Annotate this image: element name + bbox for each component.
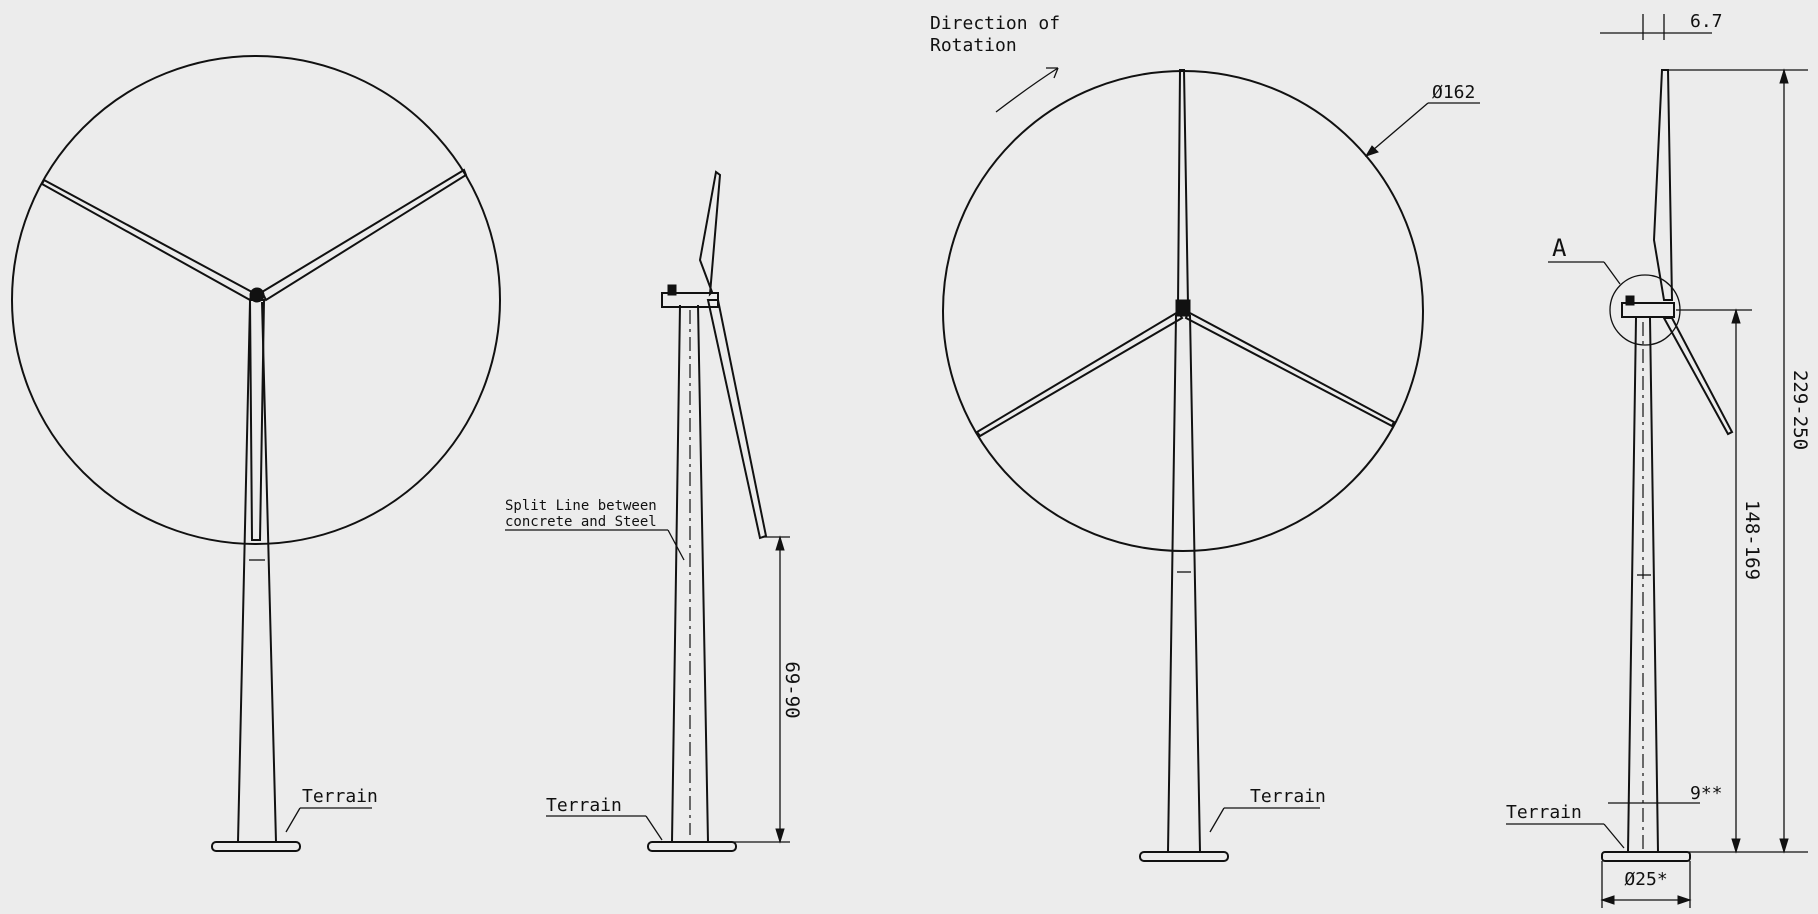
detail-a-circle <box>1609 274 1681 346</box>
terrain-leader <box>1209 807 1225 833</box>
split-line-leader <box>667 529 685 561</box>
foundation-dim-arrows <box>1600 895 1692 905</box>
blade-clearance-dimension: 69-90 <box>781 661 803 718</box>
terrain-label: Terrain <box>546 795 622 816</box>
foundation-base <box>647 841 737 852</box>
side-view-left: Split Line between concrete and Steel 69… <box>505 170 803 852</box>
foundation-base <box>1139 851 1229 862</box>
direction-label-1: Direction of <box>930 13 1060 34</box>
split-line-label-2: concrete and Steel <box>505 514 657 530</box>
blade-down <box>1662 317 1734 436</box>
foundation-diameter-label: Ø25* <box>1624 869 1667 890</box>
tower-outline <box>1627 317 1659 853</box>
rotor-diameter-label: Ø162 <box>1432 82 1475 103</box>
total-height-dimension: 229-250 <box>1789 370 1811 450</box>
hub-height-dimension: 148-169 <box>1741 500 1763 580</box>
hub-dim-arrows <box>1731 308 1741 854</box>
blade-right <box>260 168 468 302</box>
diameter-arrow <box>1364 145 1379 157</box>
blade-right <box>1184 310 1396 428</box>
total-dim-arrows <box>1779 68 1789 854</box>
foundation-base <box>211 841 301 852</box>
blade-down <box>706 299 768 540</box>
tower-outline <box>1167 314 1201 853</box>
nacelle-cooler <box>667 284 677 296</box>
blade-left <box>975 310 1184 438</box>
direction-label-2: Rotation <box>930 35 1017 56</box>
hub-icon <box>1175 299 1191 317</box>
blade-up <box>1176 69 1190 306</box>
hub-icon <box>249 287 265 303</box>
terrain-leader <box>285 807 301 833</box>
foundation-base <box>1601 851 1691 862</box>
detail-marker-label: A <box>1552 234 1567 262</box>
rotor-swept-circle <box>11 55 501 545</box>
rotation-arrow-icon <box>995 67 1059 113</box>
tower-outline <box>671 304 709 843</box>
blade-up <box>1652 69 1674 301</box>
base-offset-label: 9** <box>1690 783 1723 804</box>
terrain-leader <box>645 815 663 841</box>
nacelle-cooler <box>1625 295 1635 306</box>
diameter-leader <box>1365 102 1429 157</box>
front-view-left: Terrain <box>11 55 501 852</box>
terrain-label: Terrain <box>1506 802 1582 823</box>
side-view-right: A 6.7 229-250 148-169 9** Terrain Ø25* <box>1506 11 1811 908</box>
blade-left <box>40 178 254 302</box>
terrain-label: Terrain <box>1250 786 1326 807</box>
hub-offset-label: 6.7 <box>1690 11 1723 32</box>
split-line-label-1: Split Line between <box>505 498 657 514</box>
dim-arrows <box>775 535 785 844</box>
terrain-leader <box>1603 823 1625 849</box>
nacelle <box>1621 302 1675 318</box>
blade-up <box>698 170 722 297</box>
front-view-right: Direction of Rotation Ø162 Terrain <box>930 13 1480 862</box>
detail-a-leader <box>1603 261 1621 285</box>
rotation-arrowhead <box>1046 67 1059 79</box>
terrain-label: Terrain <box>302 786 378 807</box>
tower-outline <box>237 301 277 843</box>
